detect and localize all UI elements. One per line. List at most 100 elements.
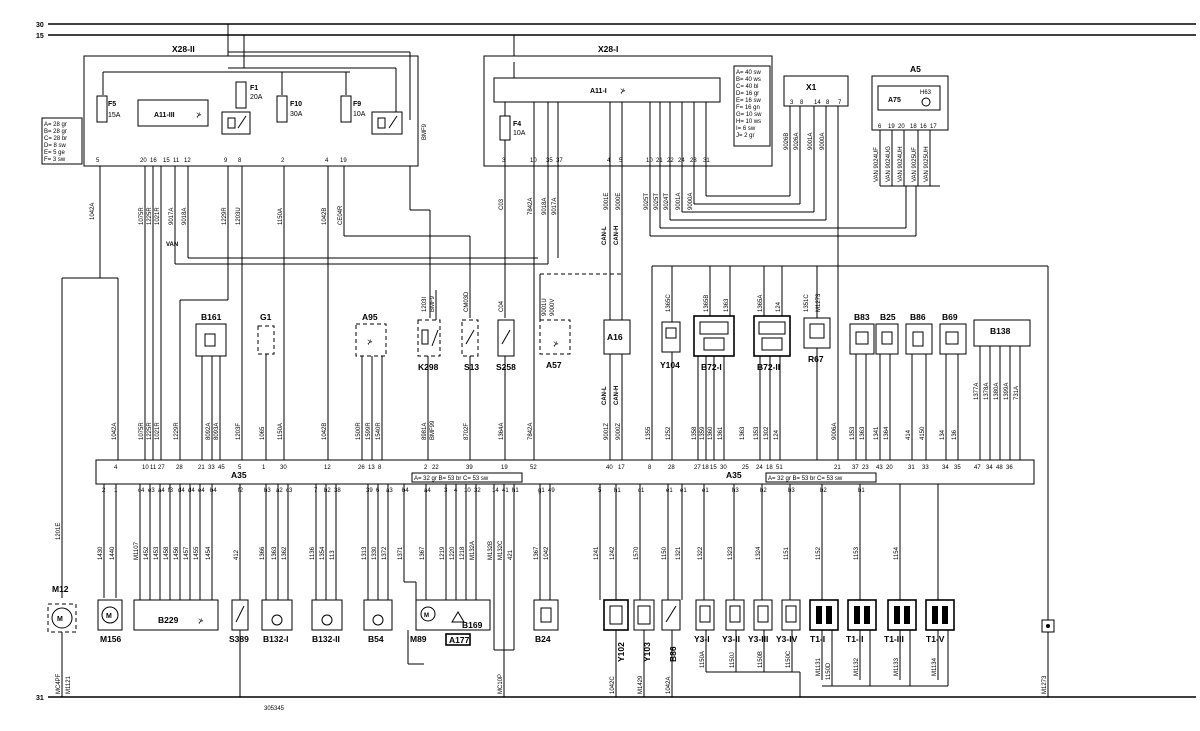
svg-text:1365B: 1365B bbox=[704, 295, 710, 312]
a35-right-legend: A= 32 gr B= 53 br C= 53 sw bbox=[768, 476, 843, 482]
svg-text:9026A: 9026A bbox=[794, 133, 800, 150]
drawing-number: 305345 bbox=[264, 706, 285, 712]
svg-text:CAN-L: CAN-L bbox=[602, 386, 608, 405]
fuse-f10-rating: 30A bbox=[290, 111, 303, 118]
a35-top-pin: 10 bbox=[142, 465, 149, 471]
svg-text:8: 8 bbox=[238, 158, 242, 164]
svg-text:CE04R: CE04R bbox=[338, 205, 344, 225]
a35-top-pin: 27 bbox=[694, 465, 701, 471]
svg-text:1355: 1355 bbox=[646, 426, 652, 440]
a35-top-pin: 20 bbox=[886, 465, 893, 471]
a35-bottom-pin: d4 bbox=[178, 488, 185, 494]
power-rails: 30 15 31 bbox=[36, 22, 1196, 702]
svg-text:9001E: 9001E bbox=[604, 193, 610, 210]
svg-text:1150B: 1150B bbox=[758, 651, 764, 668]
svg-text:M: M bbox=[106, 613, 112, 620]
x1-label: X1 bbox=[806, 82, 817, 92]
ground-wires bbox=[61, 290, 949, 697]
svg-text:M1133: M1133 bbox=[894, 657, 900, 676]
sensor-icon bbox=[855, 331, 869, 345]
svg-text:1500R: 1500R bbox=[356, 422, 362, 440]
relay-coil-icon bbox=[421, 329, 429, 345]
fuse-f4-name: F4 bbox=[513, 121, 521, 128]
svg-text:1353: 1353 bbox=[754, 426, 760, 440]
bottom-wire-label: 1440 bbox=[110, 546, 116, 560]
fuse-f1-name: F1 bbox=[250, 85, 258, 92]
g1-component bbox=[257, 325, 275, 355]
svg-text:2: 2 bbox=[281, 158, 285, 164]
svg-text:9000Z: 9000Z bbox=[616, 423, 622, 440]
svg-text:C= 28 br: C= 28 br bbox=[44, 136, 67, 142]
a35-bottom-pin: f3 bbox=[168, 488, 174, 494]
svg-text:I= 6 sw: I= 6 sw bbox=[736, 126, 756, 132]
a35-bottom-pin: a4 bbox=[424, 488, 431, 494]
a35-top-pin: 35 bbox=[954, 465, 961, 471]
svg-text:9000E: 9000E bbox=[616, 193, 622, 210]
b86-bottom-label: B86 bbox=[668, 646, 678, 662]
a35-bottom-pin: a3 bbox=[386, 488, 393, 494]
relay-coil-icon bbox=[227, 117, 236, 129]
relay-left bbox=[221, 111, 251, 135]
fuse-f5 bbox=[96, 95, 108, 123]
x28-ii-fusebox: X28-II F5 15A F1 20A F10 30A F9 10A A11-… bbox=[83, 24, 428, 167]
a35-bottom-pin: h1 bbox=[512, 488, 519, 494]
r67-label: R67 bbox=[808, 354, 824, 364]
svg-text:7842A: 7842A bbox=[528, 423, 534, 440]
svg-text:9018A: 9018A bbox=[182, 208, 188, 225]
svg-text:D= 16 gr: D= 16 gr bbox=[736, 91, 759, 97]
a35-bottom-pin: e1 bbox=[680, 488, 687, 494]
svg-text:1302: 1302 bbox=[764, 426, 770, 440]
svg-text:CM03D: CM03D bbox=[464, 291, 470, 312]
y3-iii-label: Y3-III bbox=[748, 634, 768, 644]
module-a75-label: A75 bbox=[888, 97, 901, 104]
fuse-f10 bbox=[276, 95, 288, 123]
svg-text:20: 20 bbox=[140, 158, 147, 164]
a35-top-pin: 19 bbox=[501, 465, 508, 471]
mid-components: B161 G1 A95 ⊁ K298 S13 S258 ⊁ A57 A16 Y1… bbox=[195, 265, 1031, 460]
b86-bottom-component bbox=[661, 599, 681, 631]
b132-ii-label: B132-II bbox=[312, 634, 340, 644]
bottom-wire-label: 412 bbox=[234, 549, 240, 560]
a16-component bbox=[603, 319, 631, 355]
a35-bottom-pin: b2 bbox=[820, 488, 827, 494]
svg-text:M: M bbox=[424, 613, 429, 619]
a35-bottom-pin: b2 bbox=[324, 488, 331, 494]
bottom-wire-label: 1371 bbox=[398, 546, 404, 560]
svg-text:1225R: 1225R bbox=[147, 207, 153, 225]
fuse-f9-rating: 10A bbox=[353, 111, 366, 118]
svg-text:MC4PF: MC4PF bbox=[56, 673, 62, 694]
a35-top-pin: 36 bbox=[1006, 465, 1013, 471]
svg-text:37: 37 bbox=[556, 158, 563, 164]
svg-text:1021R: 1021R bbox=[155, 422, 161, 440]
svg-text:CAN-H: CAN-H bbox=[614, 386, 620, 405]
svg-text:9001U: 9001U bbox=[542, 298, 548, 316]
b69-label: B69 bbox=[942, 312, 958, 322]
x28-i-color-legend: A= 40 sw B= 40 ws C= 40 bl D= 16 gr E= 1… bbox=[736, 70, 762, 139]
fuse-f1 bbox=[235, 81, 247, 109]
svg-text:B= 28 gr: B= 28 gr bbox=[44, 129, 67, 135]
motor-icon bbox=[101, 606, 119, 624]
sensor-icon bbox=[945, 331, 959, 345]
a35-top-pin: 52 bbox=[530, 465, 537, 471]
a95-label: A95 bbox=[362, 312, 378, 322]
y3-ii-label: Y3-II bbox=[722, 634, 740, 644]
bottom-wire-label: 1151 bbox=[784, 546, 790, 560]
a35-bottom-pin: e4 bbox=[198, 488, 205, 494]
svg-text:1229R: 1229R bbox=[174, 422, 180, 440]
bottom-wire-label: 1458 bbox=[164, 546, 170, 560]
a35-bottom-pin: a4 bbox=[158, 488, 165, 494]
s13-label: S13 bbox=[464, 362, 479, 372]
a35-bottom-pin: 41 bbox=[502, 488, 509, 494]
svg-text:D= 8 sw: D= 8 sw bbox=[44, 143, 67, 149]
bottom-wire-label: 1453 bbox=[154, 546, 160, 560]
bottom-wire-label: 1324 bbox=[756, 546, 762, 560]
svg-text:F= 16 gn: F= 16 gn bbox=[736, 105, 760, 111]
svg-text:1363: 1363 bbox=[740, 426, 746, 440]
svg-text:1359: 1359 bbox=[700, 426, 706, 440]
svg-text:9018A: 9018A bbox=[542, 198, 548, 215]
